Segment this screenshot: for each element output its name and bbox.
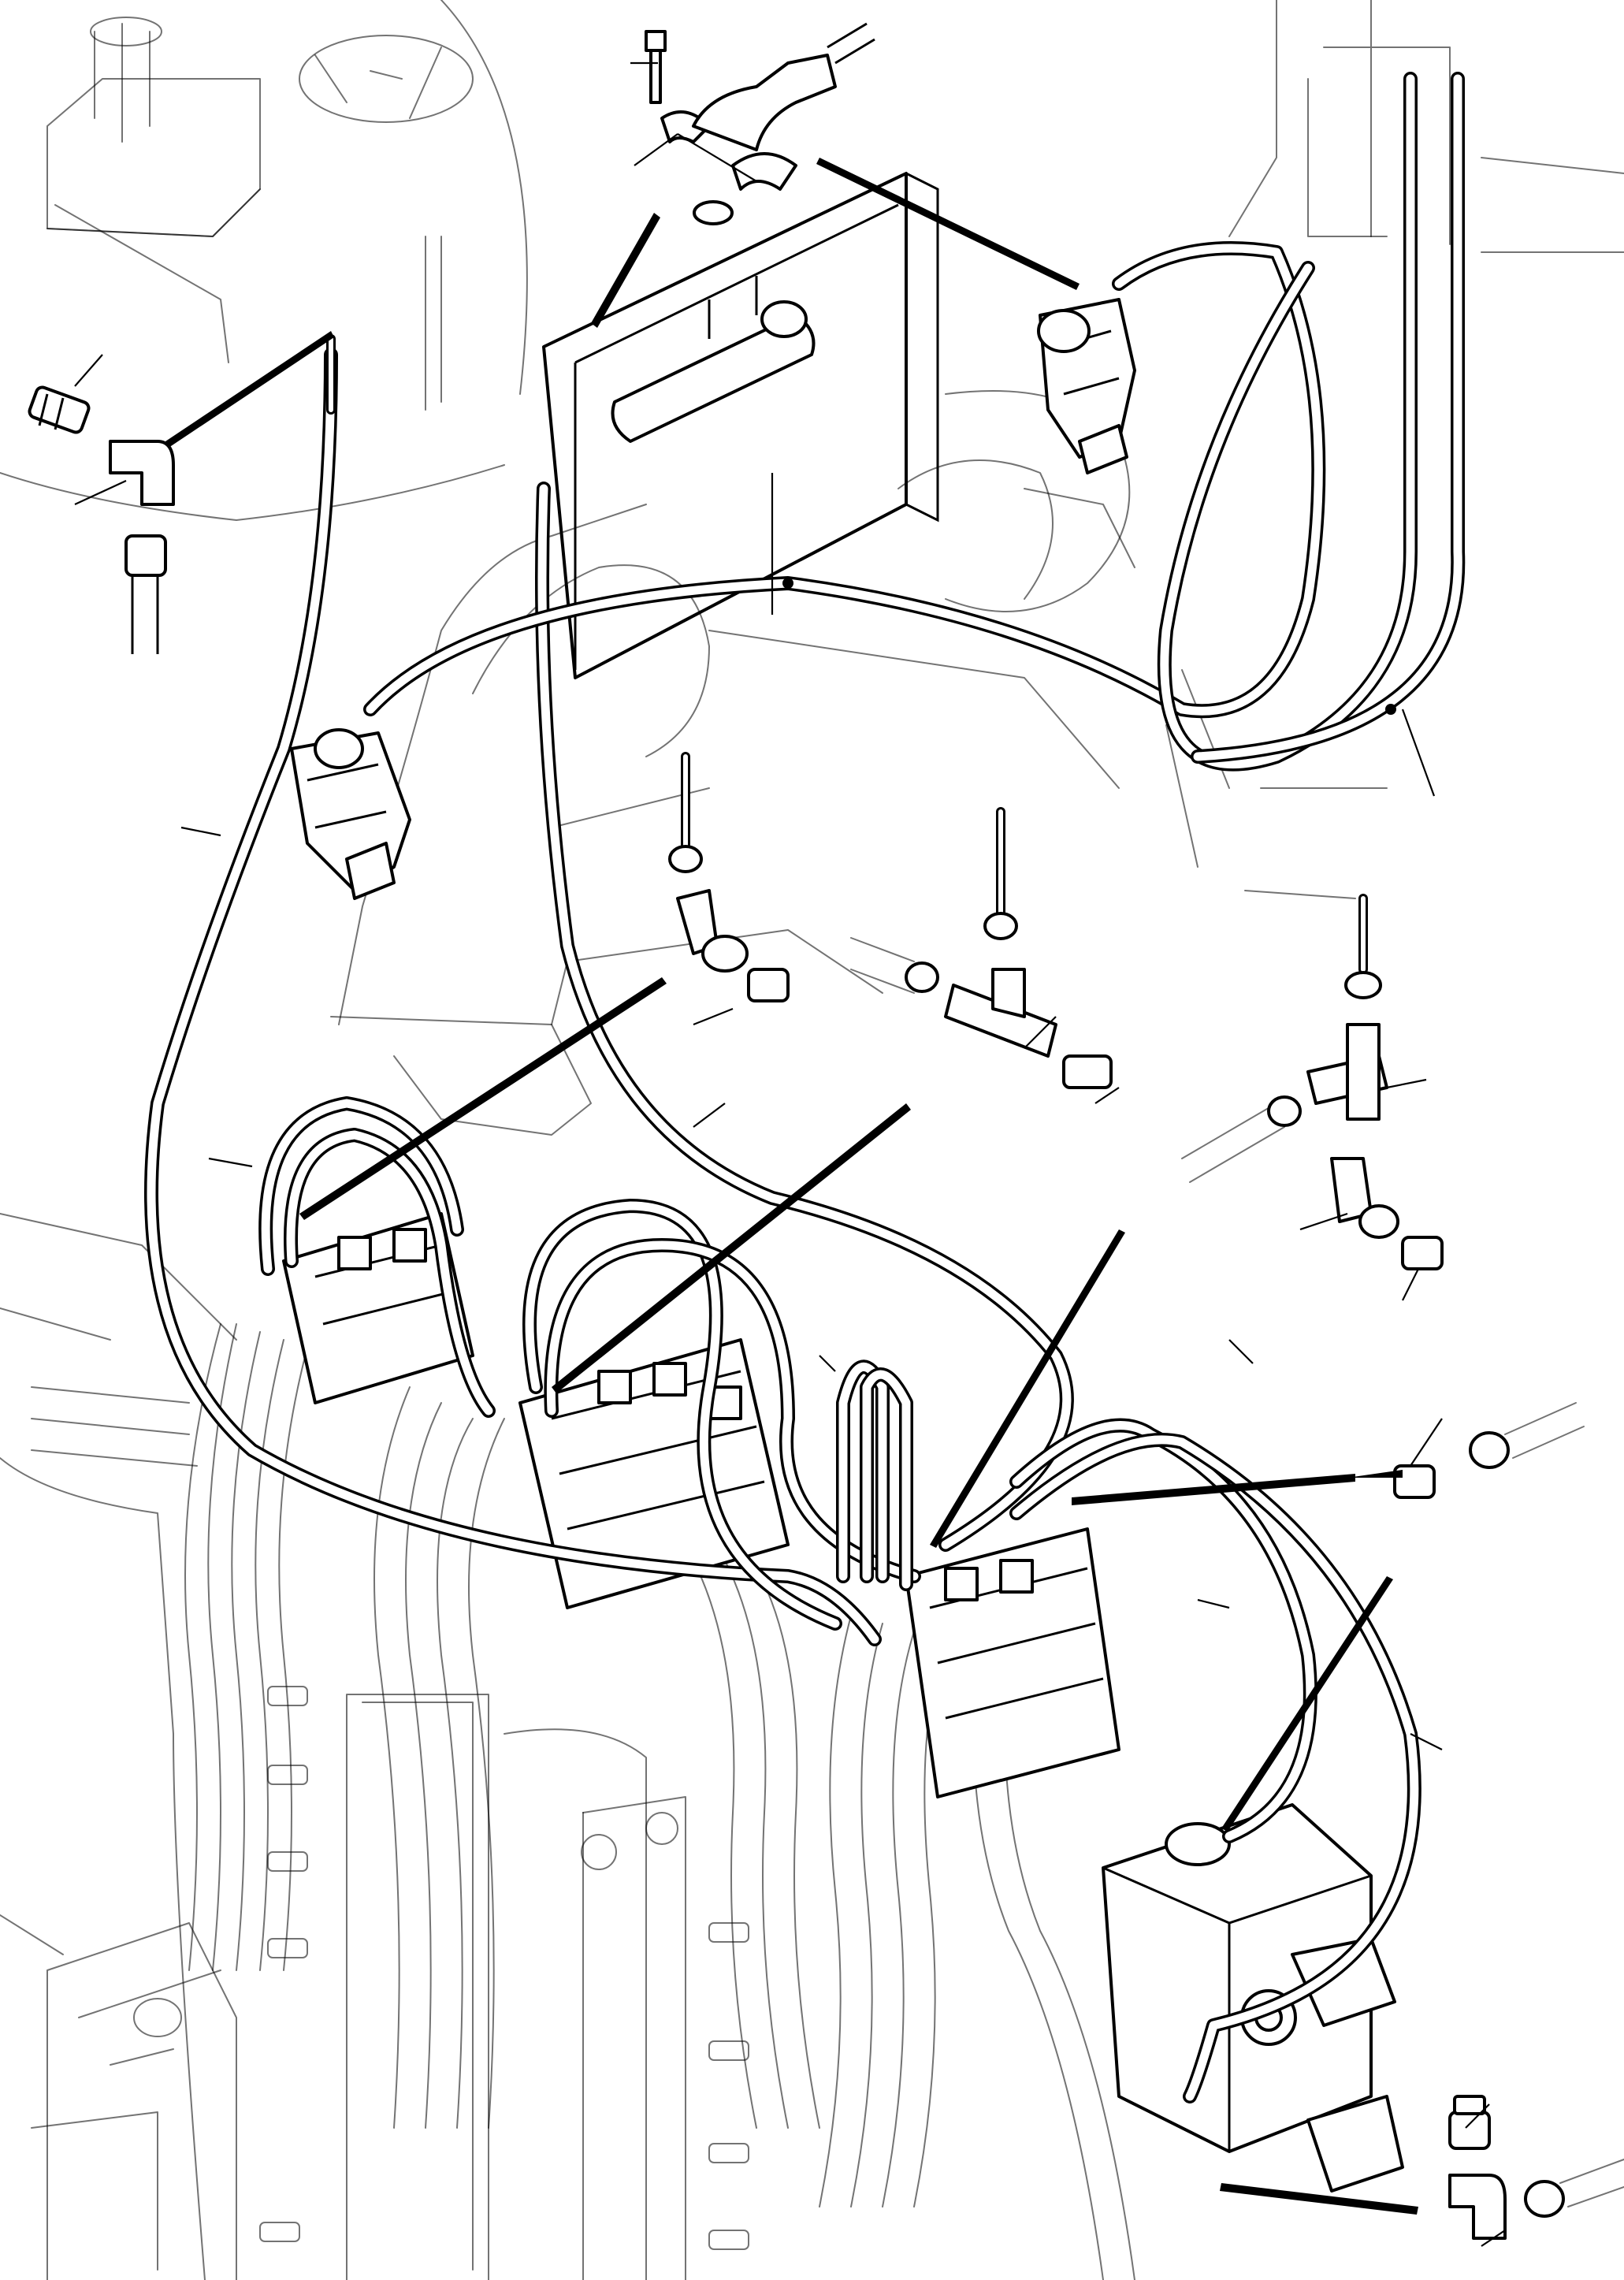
straight-adapter-icon — [1062, 1054, 1113, 1089]
control-valve-bank-icon — [518, 1338, 790, 1609]
o-ring-icon — [693, 200, 734, 225]
hose-end-icon — [1524, 2159, 1624, 2218]
straight-adapter-icon — [1393, 1464, 1436, 1499]
hose-end-icon — [850, 807, 1018, 994]
straight-adapter-icon — [1448, 2095, 1491, 2150]
straight-adapter-icon — [747, 968, 790, 1002]
elbow-fitting-icon — [676, 889, 749, 973]
elbow-fitting-icon — [109, 440, 175, 506]
hose-marker-dots — [782, 578, 1396, 715]
hose-end-icon — [1344, 894, 1382, 999]
split-flange-icon — [660, 110, 797, 191]
elbow-fitting-icon — [1330, 1157, 1399, 1239]
hydraulic-pump-icon — [290, 728, 411, 900]
ghost-fitting-column — [259, 1686, 749, 2250]
hose-end-icon — [692, 22, 875, 151]
callout-pointers — [165, 158, 1418, 2215]
straight-adapter-icon — [1401, 1236, 1444, 1270]
callout-leaders — [74, 61, 1506, 2247]
hose-end-icon — [668, 752, 703, 873]
tee-fitting-icon — [944, 968, 1057, 1058]
elbow-fitting-icon — [1448, 2174, 1507, 2240]
hose-end-icon — [1181, 1095, 1302, 1183]
hose-assembly — [144, 72, 1466, 2103]
tee-fitting-icon — [1306, 1023, 1388, 1121]
control-valve-bank-icon — [282, 1212, 474, 1404]
bolt-icon — [645, 30, 667, 104]
straight-adapter-icon — [28, 385, 91, 434]
hose-end-icon — [1469, 1402, 1585, 1469]
valve-block-icon — [1102, 1803, 1404, 2193]
hose-end-icon — [124, 534, 167, 654]
hydraulic-pump-icon — [1037, 298, 1136, 474]
control-valve-bank-icon — [905, 1527, 1120, 1798]
filter-frame-icon — [542, 172, 939, 679]
